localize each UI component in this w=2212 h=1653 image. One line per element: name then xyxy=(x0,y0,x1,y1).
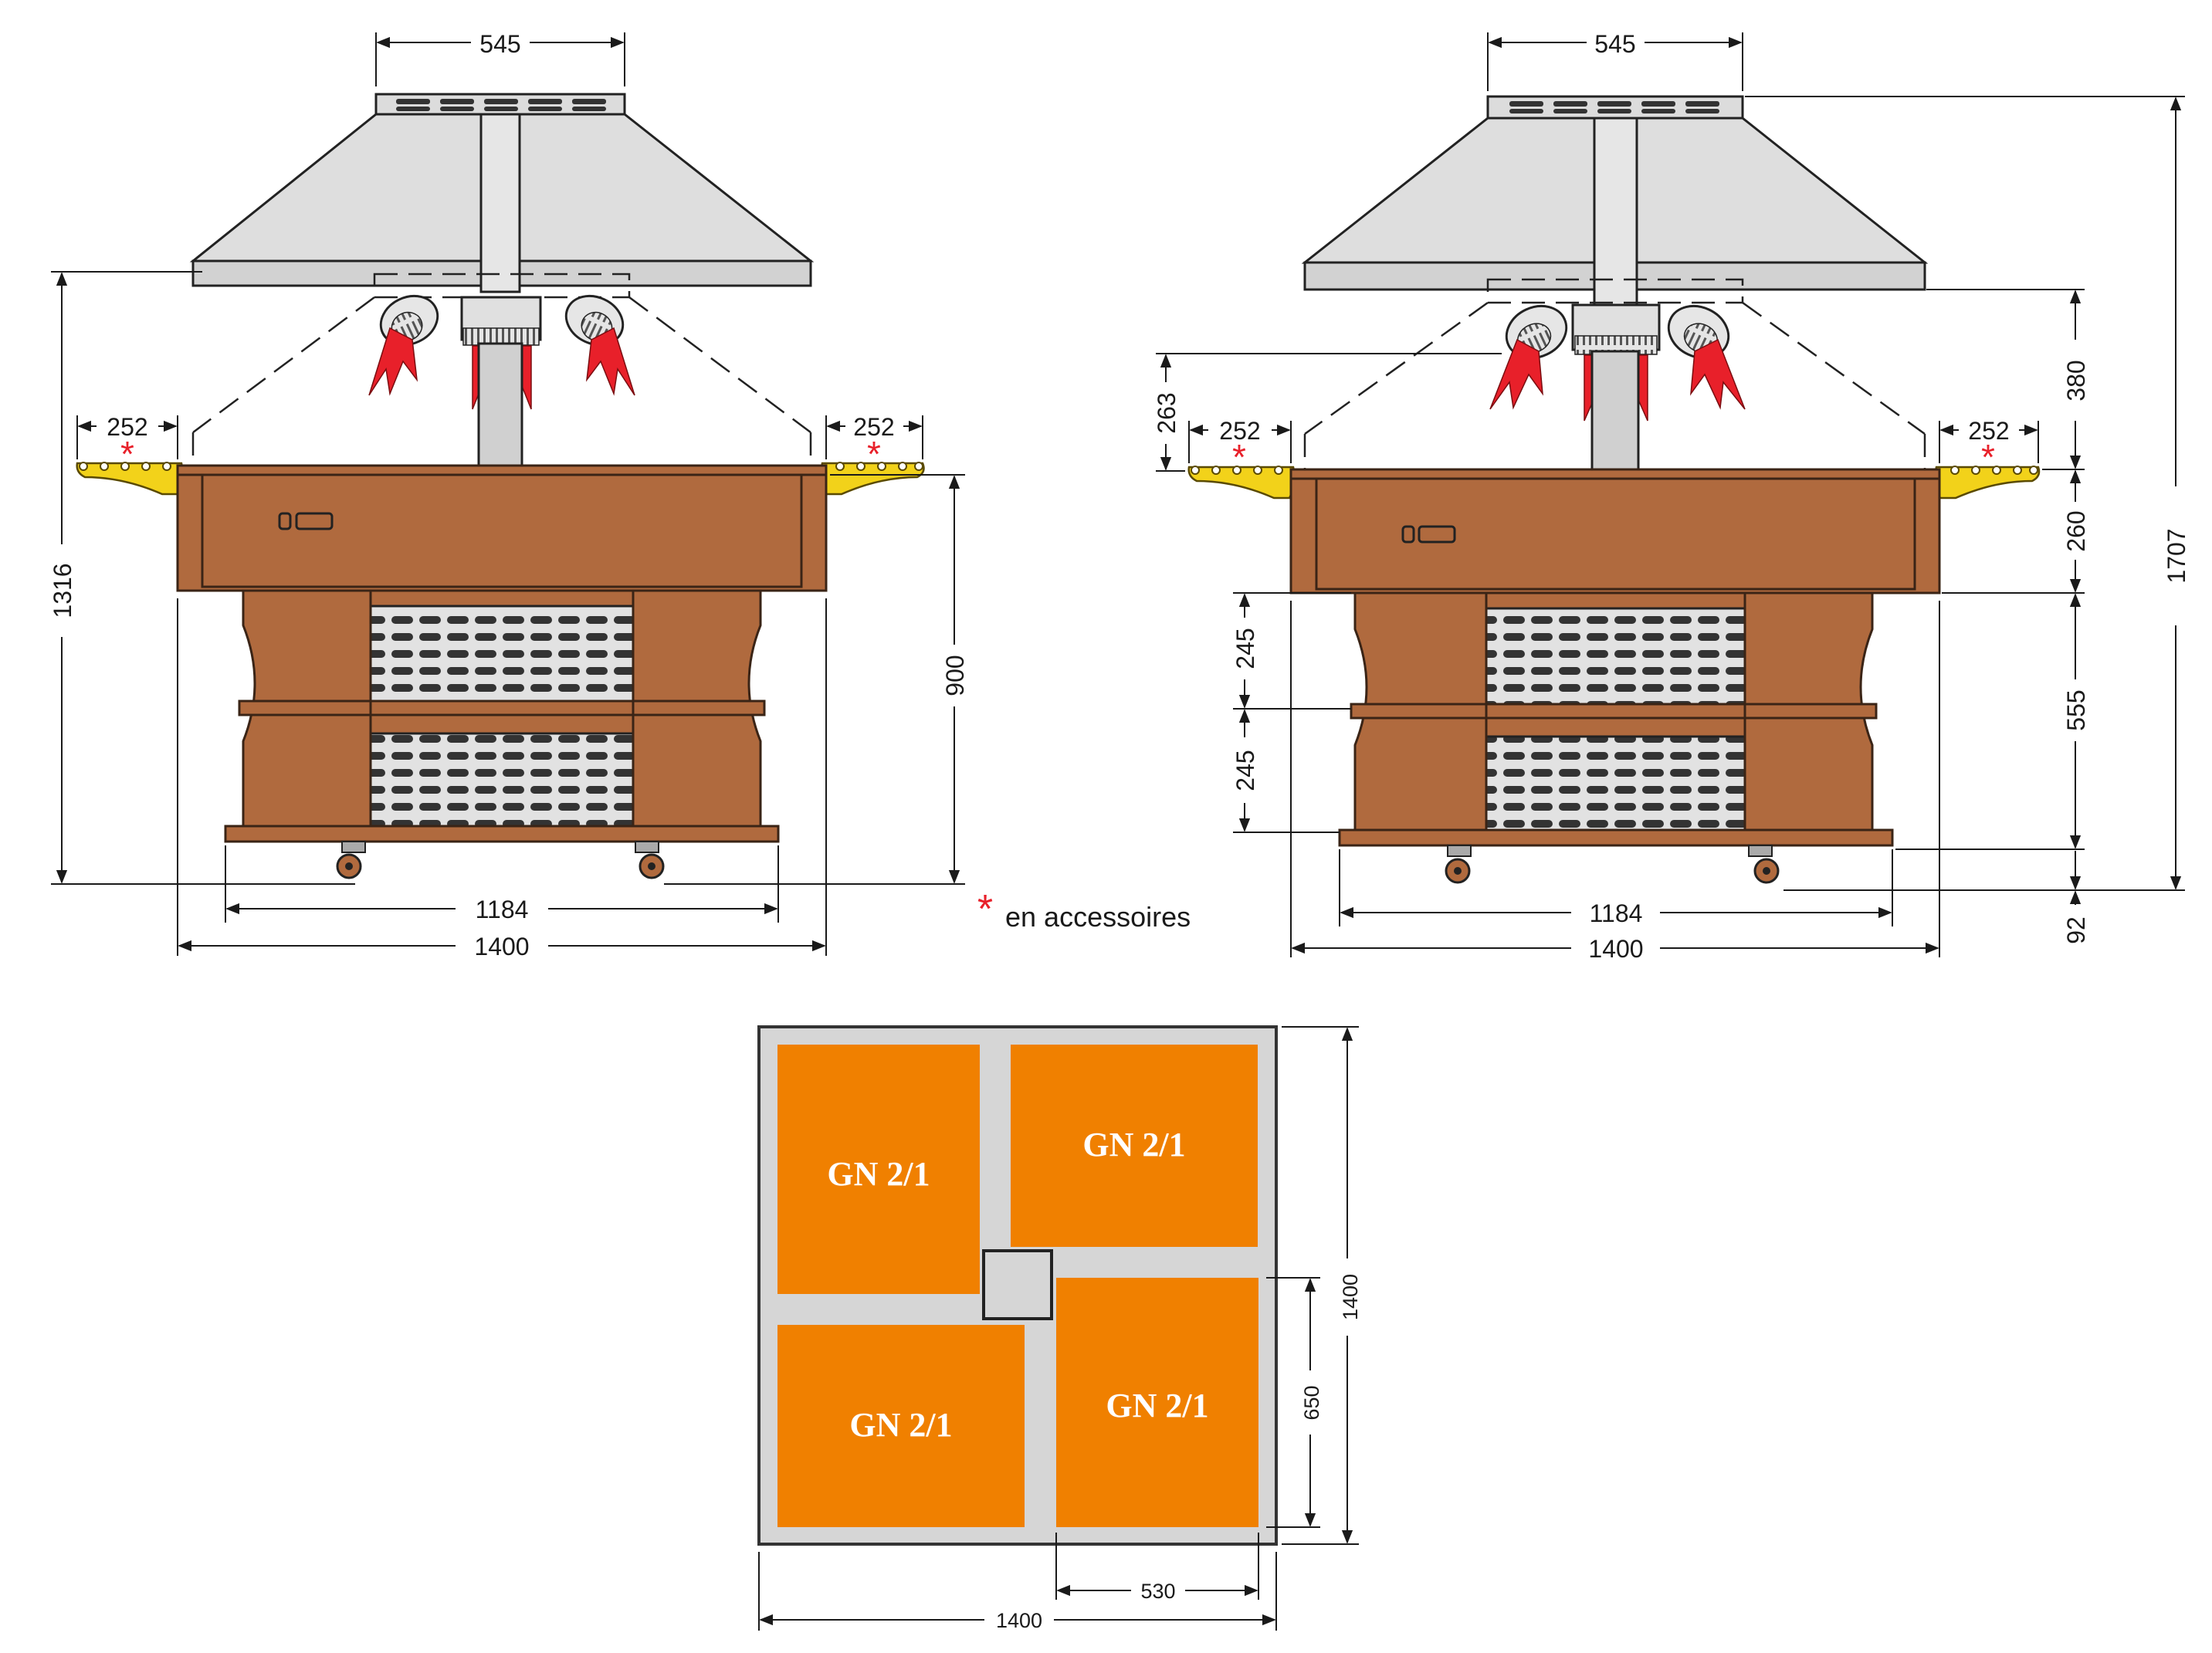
counter-top xyxy=(1289,468,1941,594)
front-view: * * 545 1316 252 xyxy=(49,30,969,960)
dim-side-shelf-upper: 245 xyxy=(1231,628,1259,669)
base-cabinet xyxy=(1338,591,1894,847)
dim-side-wheel-height: 92 xyxy=(2062,916,2090,944)
tray-right xyxy=(820,462,925,496)
side-view: * * xyxy=(1153,30,2190,963)
pan-top-right xyxy=(1011,1045,1258,1247)
dim-front-base-width: 1184 xyxy=(476,896,529,923)
dim-front-hood-width: 545 xyxy=(479,30,520,58)
accessory-asterisk-left: * xyxy=(1232,437,1246,477)
dim-front-counter-height: 900 xyxy=(941,655,969,696)
dim-side-top-thickness: 260 xyxy=(2062,510,2090,551)
legend-text: en accessoires xyxy=(1005,901,1191,933)
caster-wheels xyxy=(1445,845,1780,884)
dim-side-base-width: 1184 xyxy=(1590,899,1643,927)
pan-label-top-left: GN 2/1 xyxy=(827,1155,930,1193)
hood xyxy=(1301,95,1929,317)
legend: * en accessoires xyxy=(977,887,1191,933)
pan-label-bottom-left: GN 2/1 xyxy=(849,1406,952,1444)
dim-front-tray-right: 252 xyxy=(853,413,894,441)
dim-side-lamp-offset: 263 xyxy=(1153,392,1181,433)
base-cabinet xyxy=(224,589,780,843)
dim-plan-width: 1400 xyxy=(996,1609,1042,1632)
dim-side-shelf-lower: 245 xyxy=(1231,750,1259,791)
counter-top xyxy=(176,464,828,592)
dim-front-total-height: 1316 xyxy=(49,563,76,618)
accessory-asterisk-right: * xyxy=(867,434,881,474)
pan-label-bottom-right: GN 2/1 xyxy=(1106,1387,1208,1424)
glass-outline xyxy=(191,273,812,467)
pan-label-top-right: GN 2/1 xyxy=(1082,1126,1185,1164)
dim-side-cabinet-height: 555 xyxy=(2062,689,2090,730)
side-dimensions xyxy=(1156,32,2185,957)
plan-view: GN 2/1 GN 2/1 GN 2/1 GN 2/1 1400 650 530… xyxy=(757,1025,1362,1632)
dim-plan-depth: 1400 xyxy=(1339,1274,1362,1320)
dim-side-hood-to-top: 380 xyxy=(2062,360,2090,401)
pan-bottom-left xyxy=(777,1325,1025,1527)
dim-side-hood-width: 545 xyxy=(1594,30,1635,58)
dim-plan-pan-depth: 650 xyxy=(1300,1385,1323,1420)
glass-outline xyxy=(1303,278,1926,471)
dim-front-tray-left: 252 xyxy=(107,413,147,441)
accessory-asterisk-right: * xyxy=(1981,437,1995,477)
pan-bottom-right xyxy=(1056,1278,1258,1527)
caster-wheels xyxy=(336,841,665,879)
front-dimensions xyxy=(51,32,965,956)
tray-left xyxy=(1187,466,1296,500)
dim-front-total-width: 1400 xyxy=(474,933,529,960)
legend-asterisk: * xyxy=(977,887,993,932)
central-column xyxy=(1590,350,1640,474)
pan-top-left xyxy=(777,1045,980,1294)
dim-side-total-height: 1707 xyxy=(2163,528,2190,583)
central-column xyxy=(477,342,523,469)
plan-dimensions xyxy=(758,1026,1359,1631)
dim-side-total-width: 1400 xyxy=(1588,935,1643,963)
dim-side-tray-left: 252 xyxy=(1219,417,1260,445)
hood xyxy=(189,93,815,293)
center-column-square xyxy=(982,1249,1053,1320)
dim-plan-pan-width: 530 xyxy=(1140,1580,1175,1603)
dim-side-tray-right: 252 xyxy=(1968,417,2009,445)
accessory-asterisk-left: * xyxy=(120,434,134,474)
